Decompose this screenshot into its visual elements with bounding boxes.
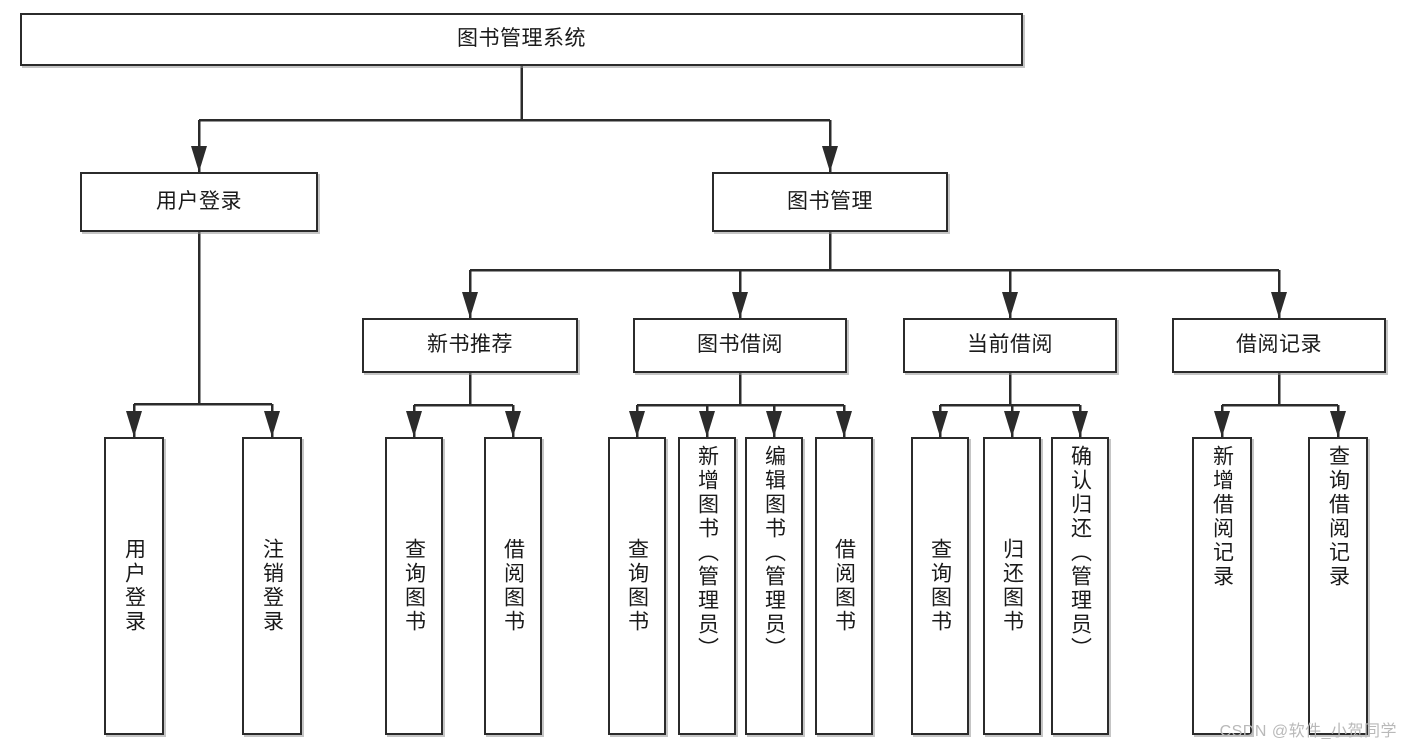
node-current-1[interactable]: 查询图书 [911,437,969,735]
node-newbooks-1[interactable]: 查询图书 [385,437,443,735]
node-label: 借阅记录 [1236,333,1322,357]
node-label: 编辑图书（管理员） [762,445,786,661]
node-login-2[interactable]: 注销登录 [242,437,302,735]
node-label: 新书推荐 [427,333,513,357]
node-label: 查询借阅记录 [1326,445,1350,589]
node-label: 借阅图书 [832,538,856,634]
node-label: 确认归还（管理员） [1068,445,1092,661]
node-label: 新增图书（管理员） [695,445,719,661]
node-label: 图书管理 [787,189,873,213]
node-bookmgmt[interactable]: 图书管理 [712,172,948,232]
node-login-1[interactable]: 用户登录 [104,437,164,735]
node-records-1[interactable]: 新增借阅记录 [1192,437,1252,735]
node-label: 用户登录 [156,189,242,213]
node-records-2[interactable]: 查询借阅记录 [1308,437,1368,735]
node-current-2[interactable]: 归还图书 [983,437,1041,735]
node-label: 查询图书 [928,538,952,634]
node-label: 注销登录 [260,538,284,634]
node-label: 用户登录 [122,538,146,634]
node-records[interactable]: 借阅记录 [1172,318,1386,373]
node-label: 查询图书 [625,538,649,634]
node-borrow-1[interactable]: 查询图书 [608,437,666,735]
node-borrow-4[interactable]: 借阅图书 [815,437,873,735]
node-newbooks[interactable]: 新书推荐 [362,318,578,373]
node-label: 归还图书 [1000,538,1024,634]
node-borrow[interactable]: 图书借阅 [633,318,847,373]
node-borrow-3[interactable]: 编辑图书（管理员） [745,437,803,735]
node-label: 借阅图书 [501,538,525,634]
node-login[interactable]: 用户登录 [80,172,318,232]
node-label: 图书借阅 [697,333,783,357]
node-root[interactable]: 图书管理系统 [20,13,1023,66]
node-borrow-2[interactable]: 新增图书（管理员） [678,437,736,735]
node-current-3[interactable]: 确认归还（管理员） [1051,437,1109,735]
node-label: 新增借阅记录 [1210,445,1234,589]
node-label: 查询图书 [402,538,426,634]
node-current[interactable]: 当前借阅 [903,318,1117,373]
node-label: 当前借阅 [967,333,1053,357]
node-label: 图书管理系统 [457,27,586,51]
node-newbooks-2[interactable]: 借阅图书 [484,437,542,735]
